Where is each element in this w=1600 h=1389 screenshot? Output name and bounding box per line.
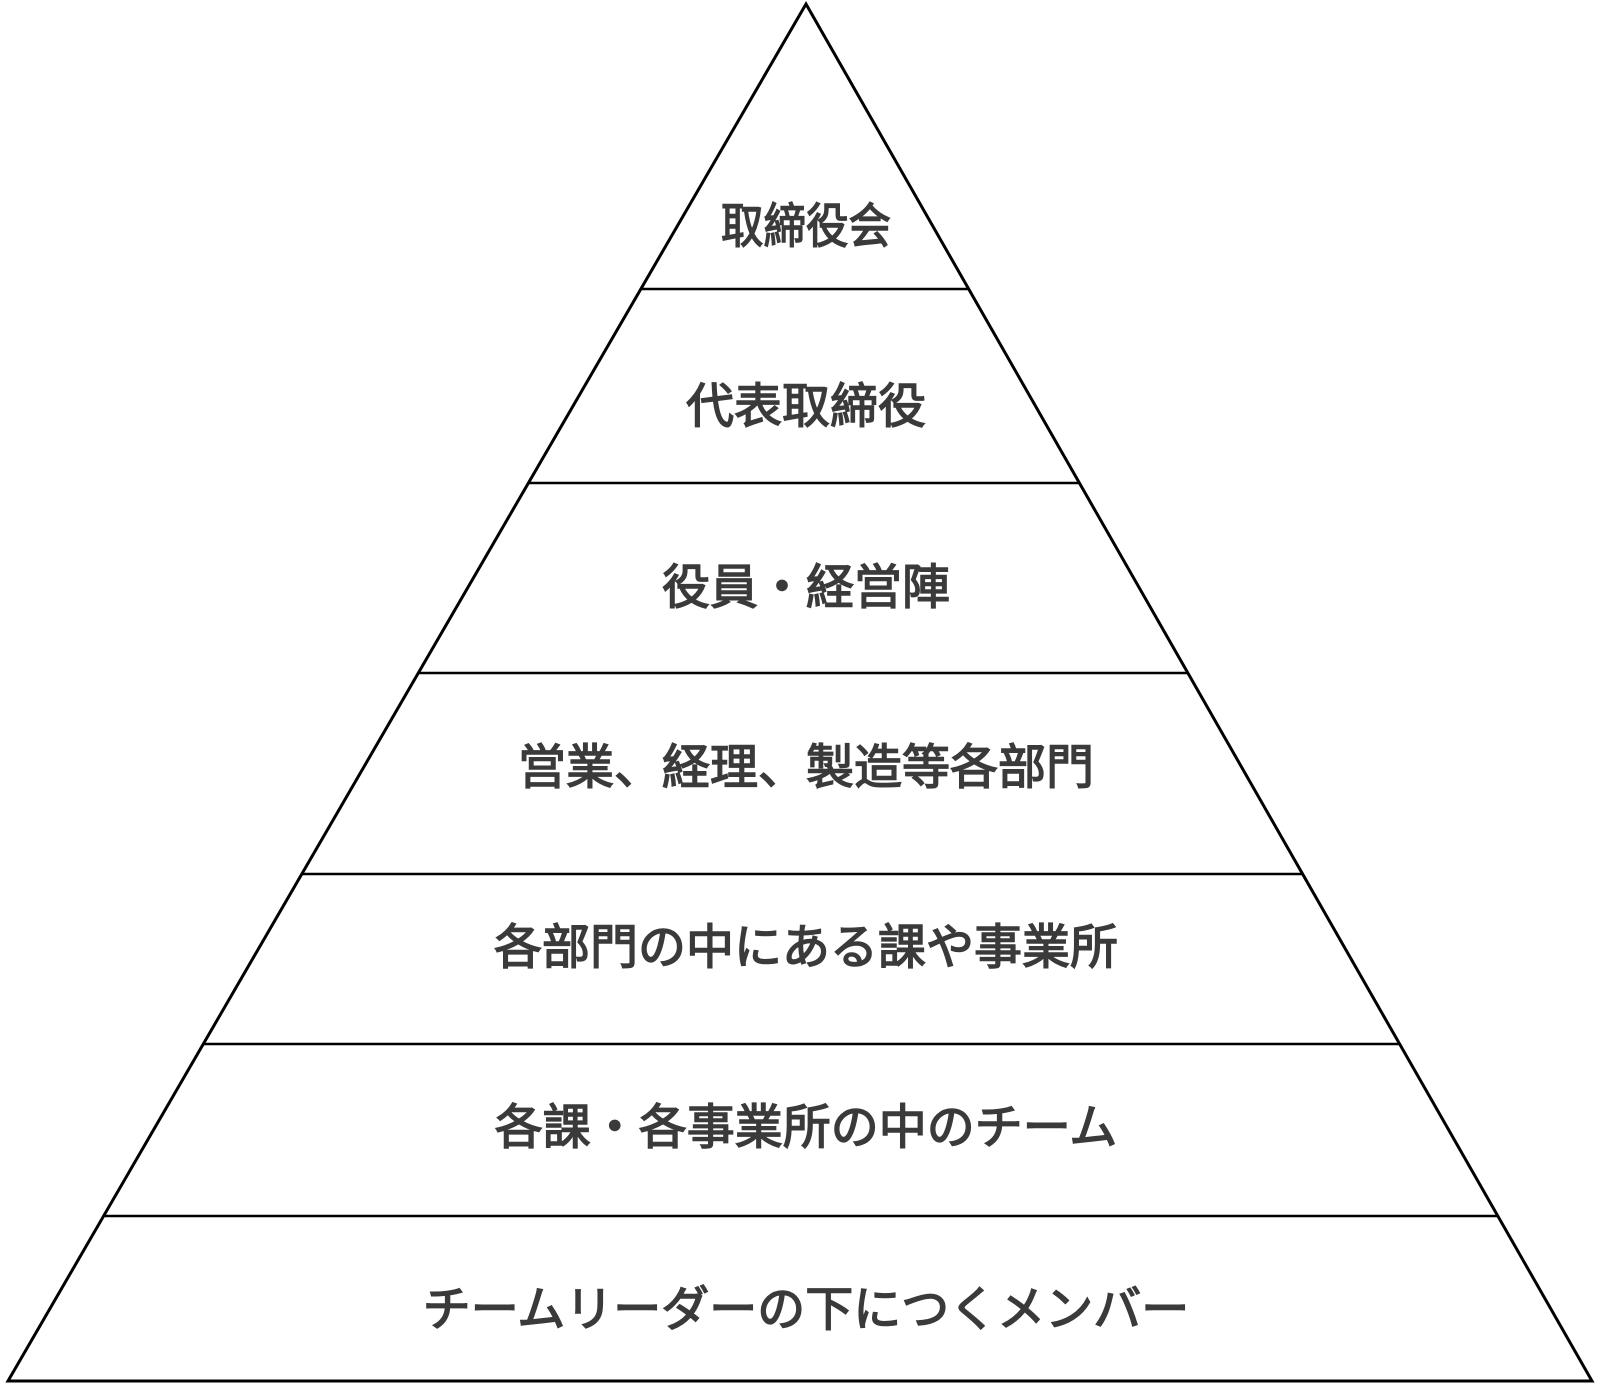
tier-label-departments: 営業、経理、製造等各部門 [518,740,1094,796]
tier-label-members: チームリーダーの下につくメンバー [423,1282,1190,1338]
pyramid-outline [5,0,1595,1383]
tier-label-sections-and-offices: 各部門の中にある課や事業所 [494,920,1118,976]
tier-label-executives: 役員・経営陣 [662,560,950,616]
tier-label-board-of-directors: 取締役会 [721,199,891,255]
tier-label-teams: 各課・各事業所の中のチーム [495,1100,1118,1156]
tier-label-representative-director: 代表取締役 [685,379,926,435]
